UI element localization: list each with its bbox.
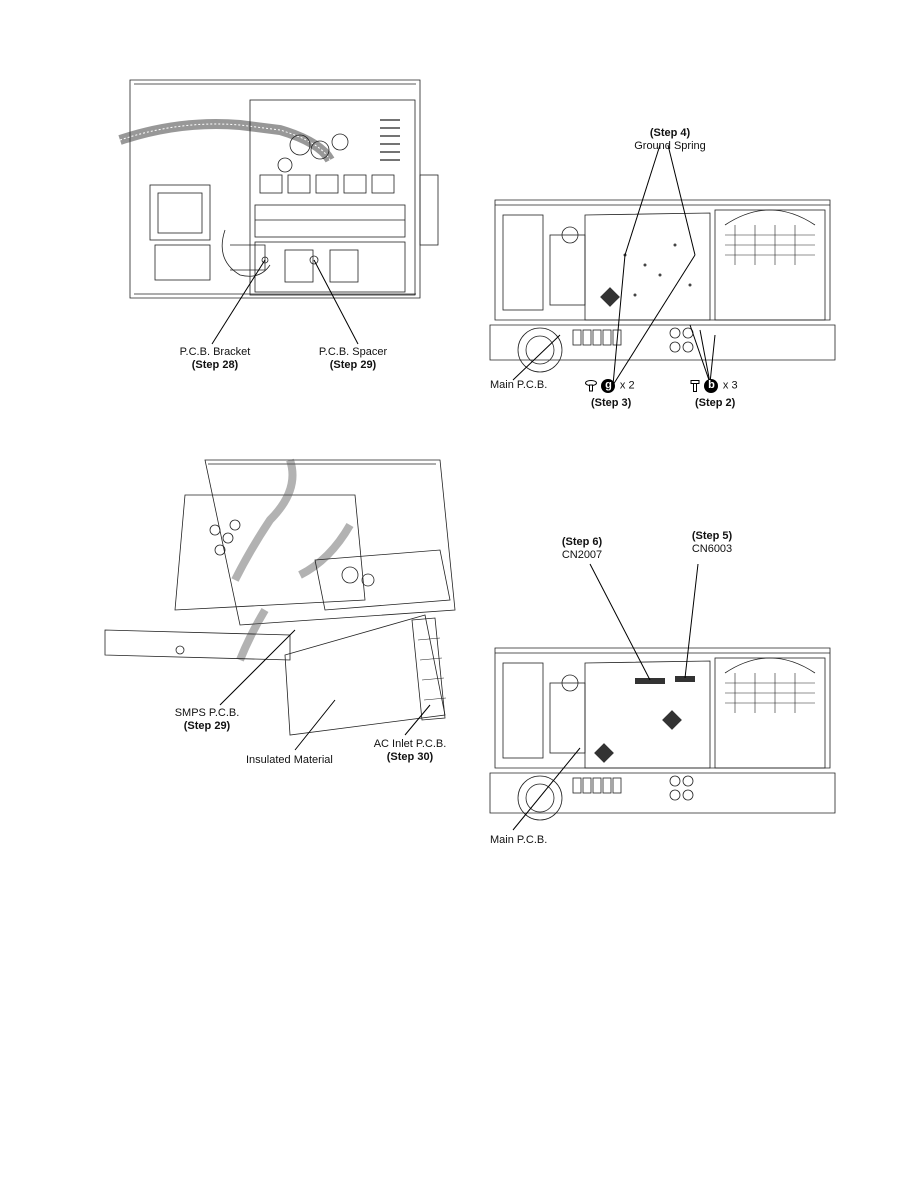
screw-b-count: x 3: [722, 379, 738, 392]
ground-spring-label: Ground Spring: [634, 140, 706, 152]
ground-spring-step: (Step 4): [649, 127, 691, 139]
pcb-bracket-step: (Step 28): [191, 359, 239, 371]
ac-inlet-pcb-callout: AC Inlet P.C.B. (Step 30): [360, 738, 460, 764]
cn2007-callout: (Step 6) CN2007: [547, 536, 617, 562]
figure-connectors: (Step 6) CN2007 (Step 5) CN6003: [485, 528, 840, 853]
chassis-drawing-d: [489, 563, 836, 831]
callout-lines-a: [211, 259, 359, 345]
cn6003-callout: (Step 5) CN6003: [677, 530, 747, 556]
main-pcb-label-d: Main P.C.B.: [490, 834, 548, 846]
figure-pcb-bracket: P.C.B. Bracket (Step 28) P.C.B. Spacer (…: [118, 70, 440, 380]
screw-g-badge: g: [601, 378, 616, 393]
pcb-bracket-callout: P.C.B. Bracket (Step 28): [170, 346, 260, 372]
cn2007-label: CN2007: [561, 549, 603, 561]
pcb-bracket-label: P.C.B. Bracket: [179, 346, 251, 358]
screw-b-step: (Step 2): [695, 397, 736, 409]
pcb-spacer-step: (Step 29): [329, 359, 377, 371]
screw-g-count: x 2: [619, 379, 635, 392]
cn2007-step: (Step 6): [561, 536, 603, 548]
smps-pcb-step: (Step 29): [183, 720, 231, 732]
screw-b-callout: b x 3: [690, 377, 780, 395]
main-pcb-label-c: Main P.C.B.: [490, 379, 548, 391]
smps-pcb-label: SMPS P.C.B.: [174, 707, 240, 719]
screw-g-step: (Step 3): [591, 397, 632, 409]
smps-pcb-callout: SMPS P.C.B. (Step 29): [162, 707, 252, 733]
insulated-material-label: Insulated Material: [246, 754, 333, 766]
flat-screw-icon: [585, 379, 597, 392]
ac-inlet-pcb-label: AC Inlet P.C.B.: [373, 738, 447, 750]
ac-inlet-pcb-step: (Step 30): [386, 751, 434, 763]
pcb-spacer-callout: P.C.B. Spacer (Step 29): [308, 346, 398, 372]
figure-smps-pcb: SMPS P.C.B. (Step 29) Insulated Material…: [100, 450, 460, 775]
screw-b-badge: b: [704, 378, 719, 393]
ground-spring-callout: (Step 4) Ground Spring: [620, 127, 720, 153]
chassis-drawing-b: [104, 458, 456, 751]
pan-screw-icon: [690, 379, 700, 392]
chassis-drawing-c: [489, 144, 836, 386]
cn6003-step: (Step 5): [691, 530, 733, 542]
cn6003-label: CN6003: [691, 543, 733, 555]
pcb-spacer-label: P.C.B. Spacer: [318, 346, 388, 358]
screw-g-callout: g x 2: [585, 377, 665, 395]
figure-ground-spring: (Step 4) Ground Spring: [485, 125, 840, 415]
